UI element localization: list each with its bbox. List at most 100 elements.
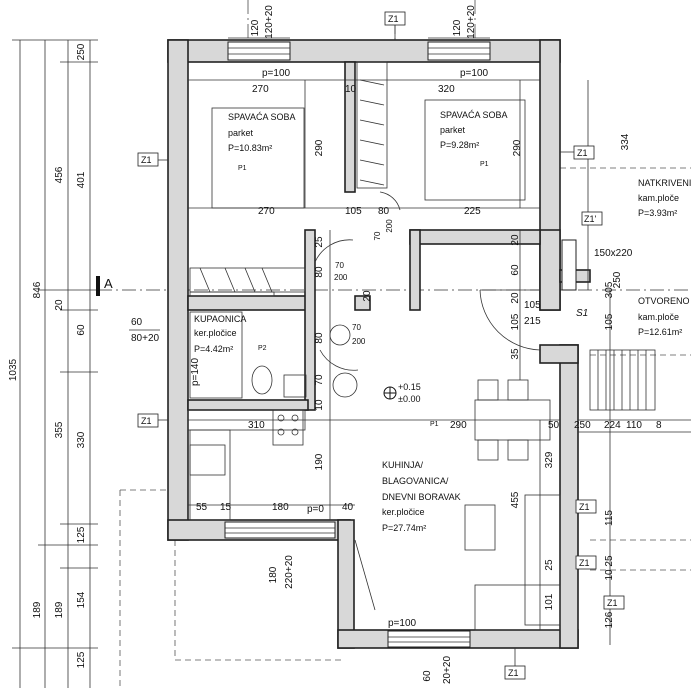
room-floor: kam.ploče [638, 193, 679, 203]
dim-290a: 290 [314, 139, 325, 156]
room-name: SPAVAĆA SOBA [228, 112, 296, 122]
dim-150x220: 150x220 [594, 248, 633, 259]
dashed-bottom-left [174, 540, 345, 661]
dim-126: 126 [604, 611, 615, 628]
dim-250c: 250 [574, 420, 591, 431]
dim-70d: 70 [314, 374, 325, 386]
wall-tag-text: Z1 [579, 502, 590, 512]
room-floor: parket [228, 128, 254, 138]
dim-305: 305 [604, 281, 615, 298]
dim-8: 8 [656, 420, 662, 431]
wall-tag-right-3: Z1 [575, 499, 597, 514]
room-floor: ker.pločice [382, 507, 425, 517]
dim-189a: 189 [32, 601, 43, 618]
room-area: P=10.83m² [228, 143, 272, 153]
dim-20b2: 20+20 [442, 656, 453, 685]
wardrobe-hatching [189, 61, 388, 297]
room-name: OTVORENO S [638, 296, 691, 306]
dim-101: 101 [544, 593, 555, 610]
level-bottom: ±0.00 [398, 394, 420, 404]
level-marker: +0.15 ±0.00 [383, 382, 421, 404]
room-area: P=3.93m² [638, 208, 677, 218]
wall-tag-right-4: Z1 [575, 555, 597, 570]
dim-70c: 70 [352, 323, 361, 332]
room-floor: kam.ploče [638, 312, 679, 322]
dim-320: 320 [438, 84, 455, 95]
dim-200a: 200 [334, 273, 348, 282]
dim-8020: 80+20 [131, 333, 160, 344]
room-area: P=4.42m² [194, 344, 233, 354]
bed-left [211, 107, 305, 209]
dim-290c: 290 [450, 420, 467, 431]
dim-80b: 80 [314, 266, 325, 278]
dim-35: 35 [510, 348, 521, 360]
interior-walls [187, 61, 541, 411]
room-spavaca-1: SPAVAĆA SOBA parket P=10.83m² P1 [228, 112, 296, 172]
dim-25a: 25 [314, 236, 325, 248]
dim-60c: 60 [422, 670, 433, 682]
room-area: P=9.28m² [440, 140, 479, 150]
dim-125b: 125 [76, 651, 87, 668]
dim-334: 334 [620, 133, 631, 150]
room-otvoreno: OTVORENO S kam.ploče P=12.61m² [638, 296, 691, 337]
level-top: +0.15 [398, 382, 421, 392]
dim-200b: 200 [385, 219, 394, 233]
dim-455: 455 [510, 491, 521, 508]
wall-tag-text: Z1 [141, 416, 152, 426]
living-furniture [464, 379, 561, 631]
dim-846: 846 [32, 281, 43, 298]
wall-tag-text: Z1 [141, 155, 152, 165]
dim-250l: 250 [76, 43, 87, 60]
dim-p140: p=140 [190, 358, 201, 387]
dim-60b: 60 [131, 317, 143, 328]
room-name-1: KUHINJA/ [382, 460, 424, 470]
dim-20b: 20 [510, 292, 521, 304]
dim-180: 180 [272, 502, 289, 513]
dim-200c: 200 [352, 337, 366, 346]
dim-224: 224 [604, 420, 621, 431]
dim-10: 10 [345, 84, 357, 95]
wall-tag-text: Z1' [584, 214, 597, 224]
dim-top-120b: 120 [452, 19, 463, 36]
wall-tag-bottom: Z1 [504, 665, 526, 680]
wall-tag-right-5: Z1 [603, 595, 625, 610]
dim-80c: 80 [314, 332, 325, 344]
dim-22020: 220+20 [284, 555, 295, 589]
room-floor: parket [440, 125, 466, 135]
section-a-label: A [104, 276, 113, 291]
bed-right [424, 99, 526, 201]
dim-225: 225 [464, 206, 481, 217]
dim-270b: 270 [258, 206, 275, 217]
dim-355: 355 [54, 421, 65, 438]
room-floor: ker.pločice [194, 328, 237, 338]
inner-dimension-lines [188, 79, 611, 645]
room-spavaca-2: SPAVAĆA SOBA parket P=9.28m² P1 [440, 110, 508, 168]
exterior-stairs [578, 349, 691, 433]
room-name-3: DNEVNI BORAVAK [382, 492, 461, 502]
room-tag: P1 [238, 165, 247, 172]
room-tag: P1 [480, 161, 489, 168]
dim-250b: 250 [612, 271, 623, 288]
room-name-2: BLAGOVANICA/ [382, 476, 449, 486]
room-tag: P2 [258, 345, 267, 352]
dim-20l: 20 [54, 299, 65, 311]
windows [224, 41, 577, 648]
dim-10b: 10 [314, 399, 325, 411]
dim-70b: 70 [373, 231, 382, 240]
left-dimension-lines [12, 39, 98, 688]
dim-15: 15 [220, 502, 232, 513]
dim-25b: 25 [544, 559, 555, 571]
section-marker [96, 276, 100, 296]
dim-70a: 70 [335, 261, 344, 270]
dim-330: 330 [76, 431, 87, 448]
dim-105d: 105 [604, 313, 615, 330]
dim-401: 401 [76, 171, 87, 188]
dim-55: 55 [196, 502, 208, 513]
wall-tag-text: Z1 [577, 148, 588, 158]
room-name: NATKRIVENI [638, 178, 691, 188]
dim-270a: 270 [252, 84, 269, 95]
wall-tag-text: Z1 [508, 668, 519, 678]
bathroom-fixtures [189, 311, 358, 399]
room-kuhinja: KUHINJA/ BLAGOVANICA/ DNEVNI BORAVAK ker… [382, 421, 461, 533]
wall-tag-right-2: Z1' [581, 211, 603, 226]
